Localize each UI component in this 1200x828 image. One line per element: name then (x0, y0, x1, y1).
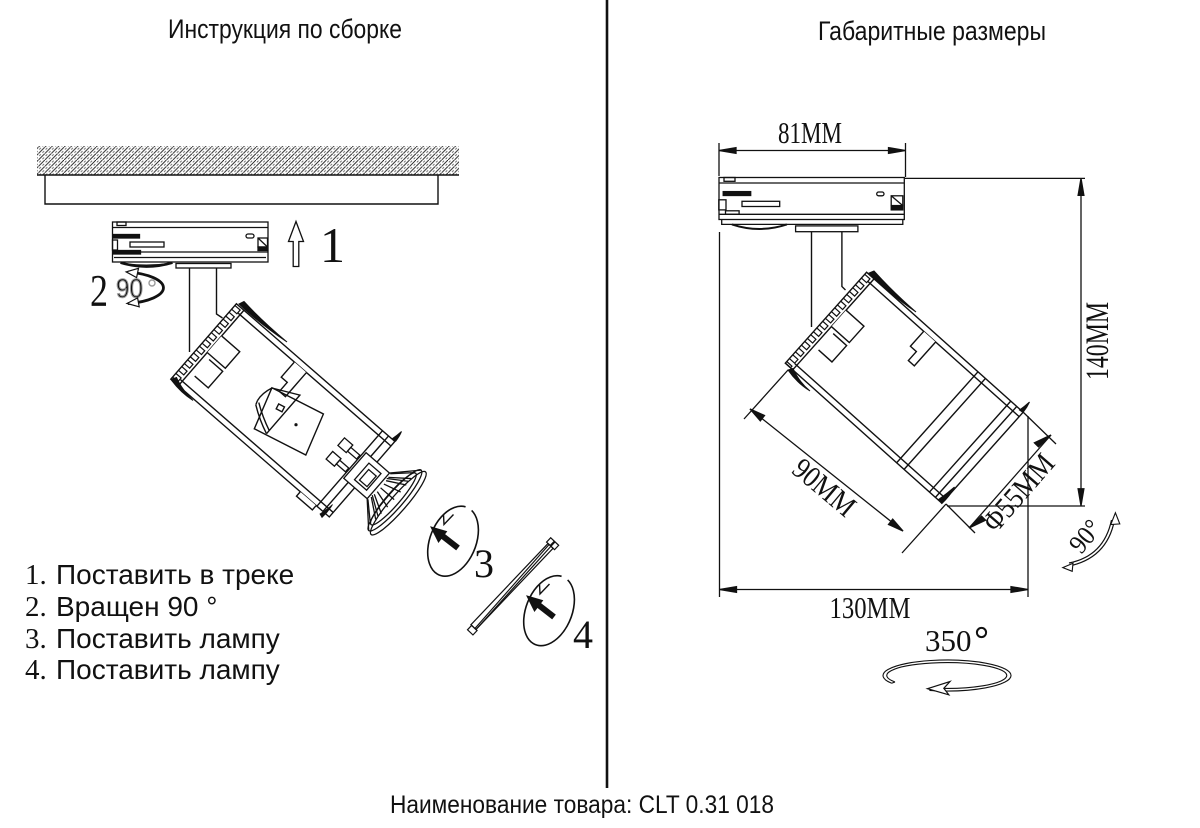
svg-text:Поставить лампу: Поставить лампу (56, 654, 280, 685)
svg-text:130MM: 130MM (830, 590, 911, 625)
svg-text:1: 1 (320, 217, 345, 273)
svg-text:81MM: 81MM (778, 115, 842, 150)
svg-text:2.: 2. (25, 591, 47, 623)
svg-text:Поставить в треке: Поставить в треке (56, 559, 294, 590)
svg-text:Габаритные размеры: Габаритные размеры (818, 16, 1046, 46)
svg-text:4.: 4. (25, 654, 47, 686)
svg-text:3.: 3. (25, 623, 47, 655)
svg-text:350: 350 (925, 623, 972, 658)
svg-text:Поставить лампу: Поставить лампу (56, 623, 280, 654)
svg-text:Вращен 90 °: Вращен 90 ° (56, 591, 217, 622)
svg-text:Инструкция по сборке: Инструкция по сборке (168, 14, 402, 44)
svg-text:2: 2 (90, 266, 108, 316)
svg-text:1.: 1. (25, 559, 47, 591)
svg-text:Наименование товара: CLT 0.31: Наименование товара: CLT 0.31 018 (390, 791, 774, 819)
svg-text:90: 90 (116, 274, 143, 304)
svg-text:4: 4 (573, 612, 593, 657)
svg-text:140MM: 140MM (1080, 302, 1116, 380)
svg-text:3: 3 (474, 541, 494, 586)
